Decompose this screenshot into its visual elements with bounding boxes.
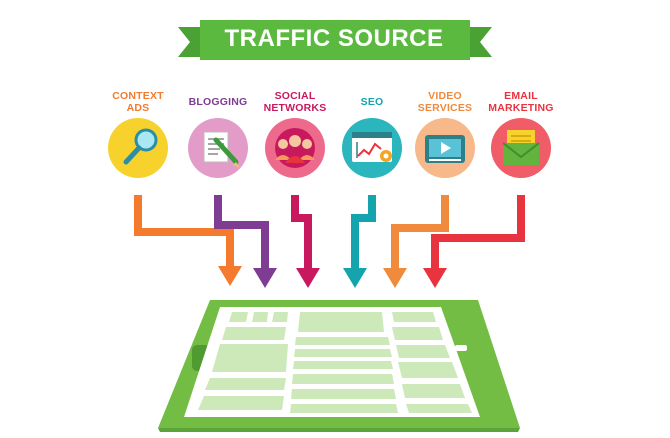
magnifier-icon: [123, 128, 158, 165]
arrowhead-seo: [343, 268, 367, 288]
label-video-services: VIDEO SERVICES: [417, 90, 473, 114]
arrowhead-social-networks: [296, 268, 320, 288]
context-ads-circle: [108, 118, 168, 178]
browser-chart-gear-icon: [352, 132, 392, 162]
tablet-device: [158, 300, 520, 432]
video-services-circle: [415, 118, 475, 178]
label-seo: SEO: [360, 96, 384, 108]
video-player-icon: [425, 135, 465, 163]
arrowhead-email-marketing: [423, 268, 447, 288]
label-context-ads: CONTEXT ADS: [112, 90, 164, 114]
page-title: TRAFFIC SOURCE: [224, 25, 444, 52]
arrow-context-ads: [134, 195, 234, 268]
seo-circle: [342, 118, 402, 178]
arrow-email-marketing: [431, 195, 525, 270]
banner-body: [200, 20, 470, 60]
envelope-icon: [502, 130, 540, 165]
title-banner: [178, 20, 492, 60]
tablet-camera: [455, 345, 467, 351]
tablet-bottom-edge: [158, 428, 520, 432]
arrow-social-networks: [291, 195, 312, 270]
email-marketing-circle: [491, 118, 551, 178]
document-pencil-icon: [203, 131, 240, 168]
tablet-screen-content: [198, 312, 472, 413]
social-networks-circle: [265, 118, 325, 178]
arrow-video-services: [391, 195, 449, 270]
arrow-seo: [351, 195, 376, 270]
arrows-group: [134, 195, 525, 288]
arrowhead-context-ads: [218, 266, 242, 286]
label-social-networks: SOCIAL NETWORKS: [263, 90, 327, 114]
people-icon: [275, 128, 315, 168]
source-icons-group: [108, 118, 551, 178]
arrowhead-blogging: [253, 268, 277, 288]
label-email-marketing: EMAIL MARKETING: [488, 90, 554, 114]
blogging-circle: [188, 118, 248, 178]
arrowhead-video-services: [383, 268, 407, 288]
arrow-blogging: [214, 195, 269, 270]
label-blogging: BLOGGING: [188, 96, 248, 108]
